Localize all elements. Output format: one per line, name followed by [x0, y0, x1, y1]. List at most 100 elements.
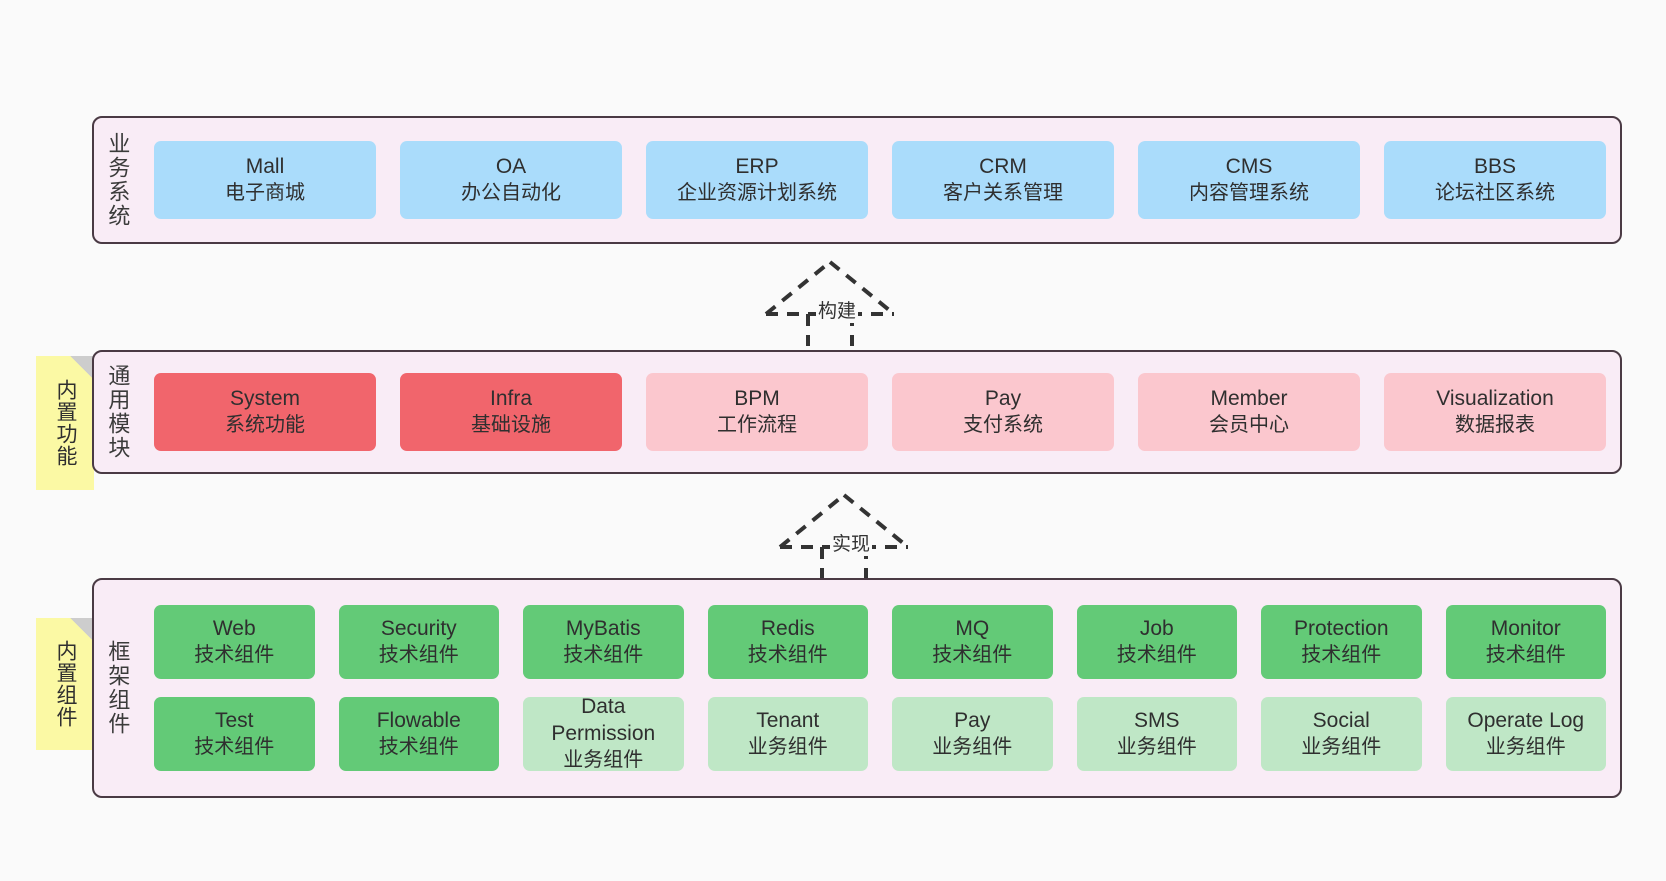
sticky-note-builtin-functions-text: 内置功能 [53, 379, 77, 467]
node-subtitle: 会员中心 [1209, 413, 1289, 436]
module-node-visualization[interactable]: Visualization 数据报表 [1384, 373, 1606, 451]
node-subtitle: 数据报表 [1455, 413, 1535, 436]
node-subtitle: 工作流程 [717, 413, 797, 436]
node-subtitle: 业务组件 [1116, 735, 1197, 758]
node-subtitle: 办公自动化 [461, 181, 561, 204]
arrow-build-label: 构建 [816, 296, 859, 323]
arrowhead-right-edge [842, 493, 910, 549]
layer-common-modules-label: 通用模块 [105, 364, 131, 460]
business-node-mall[interactable]: Mall 电子商城 [154, 141, 376, 219]
node-subtitle: 电子商城 [225, 181, 305, 204]
note-fold-corner-icon [70, 356, 94, 380]
framework-node-mq[interactable]: MQ 技术组件 [892, 605, 1053, 679]
node-subtitle: 技术组件 [563, 643, 644, 666]
node-title: OA [495, 154, 527, 178]
node-title: Flowable [376, 708, 461, 732]
sticky-note-builtin-components-text: 内置组件 [53, 640, 77, 728]
node-title: BPM [734, 386, 780, 410]
framework-node-monitor[interactable]: Monitor 技术组件 [1445, 605, 1606, 679]
layer-business-systems-label: 业务系统 [105, 132, 131, 228]
node-title: SMS [1133, 708, 1180, 732]
node-title: Infra [489, 386, 533, 410]
node-subtitle: 业务组件 [747, 735, 828, 758]
node-subtitle: 业务组件 [1485, 735, 1566, 758]
node-subtitle: 业务组件 [1301, 735, 1382, 758]
node-subtitle: 论坛社区系统 [1435, 181, 1555, 204]
layer-business-systems: 业务系统 Mall 电子商城 OA 办公自动化 ERP 企业资源计划系统 CRM 客户关系管理… [92, 116, 1622, 244]
arrowhead-left-edge [778, 493, 846, 549]
business-node-crm[interactable]: CRM 客户关系管理 [892, 141, 1114, 219]
framework-node-sms[interactable]: SMS 业务组件 [1076, 697, 1237, 771]
layer-framework-components-label: 框架组件 [105, 640, 131, 736]
node-title: Pay [984, 386, 1022, 410]
framework-node-flowable[interactable]: Flowable 技术组件 [338, 697, 499, 771]
node-subtitle: 支付系统 [963, 413, 1043, 436]
arrow-implement: 实现 [774, 489, 924, 579]
business-node-cms[interactable]: CMS 内容管理系统 [1138, 141, 1360, 219]
node-subtitle: 技术组件 [932, 643, 1013, 666]
node-title: Data Permission [551, 695, 656, 746]
module-node-member[interactable]: Member 会员中心 [1138, 373, 1360, 451]
framework-node-operate-log[interactable]: Operate Log 业务组件 [1445, 697, 1606, 771]
arrow-implement-label: 实现 [830, 529, 873, 556]
note-fold-corner-icon [70, 618, 94, 642]
node-title: Member [1210, 386, 1288, 410]
layer-business-systems-body: Mall 电子商城 OA 办公自动化 ERP 企业资源计划系统 CRM 客户关系管理 CMS 内容… [140, 118, 1620, 242]
node-title: Job [1139, 616, 1174, 640]
node-subtitle: 内容管理系统 [1189, 181, 1309, 204]
node-title: Security [380, 616, 457, 640]
node-title: Operate Log [1467, 708, 1585, 732]
node-title: Mall [245, 154, 285, 178]
node-subtitle: 技术组件 [378, 643, 459, 666]
node-subtitle: 技术组件 [194, 643, 275, 666]
node-title: MyBatis [565, 616, 641, 640]
node-subtitle: 技术组件 [1301, 643, 1382, 666]
sticky-note-builtin-components: 内置组件 [36, 618, 94, 750]
node-title: MQ [955, 616, 990, 640]
node-subtitle: 客户关系管理 [943, 181, 1063, 204]
framework-node-data-permission[interactable]: Data Permission 业务组件 [523, 695, 684, 772]
node-subtitle: 企业资源计划系统 [677, 181, 837, 204]
node-title: CMS [1225, 154, 1273, 178]
node-subtitle: 业务组件 [932, 735, 1013, 758]
framework-node-tenant[interactable]: Tenant 业务组件 [707, 697, 868, 771]
arrowhead-right-edge [828, 260, 896, 316]
sticky-note-builtin-functions: 内置功能 [36, 356, 94, 490]
node-title: Protection [1293, 616, 1389, 640]
node-title: Tenant [756, 708, 820, 732]
business-node-oa[interactable]: OA 办公自动化 [400, 141, 622, 219]
node-title: CRM [979, 154, 1027, 178]
node-title: System [229, 386, 300, 410]
module-node-pay[interactable]: Pay 支付系统 [892, 373, 1114, 451]
framework-node-security[interactable]: Security 技术组件 [338, 605, 499, 679]
node-subtitle: 技术组件 [1485, 643, 1566, 666]
framework-node-protection[interactable]: Protection 技术组件 [1261, 605, 1422, 679]
business-node-row: Mall 电子商城 OA 办公自动化 ERP 企业资源计划系统 CRM 客户关系管理 CMS 内容… [154, 141, 1606, 219]
node-subtitle: 业务组件 [563, 749, 644, 772]
framework-node-mybatis[interactable]: MyBatis 技术组件 [523, 605, 684, 679]
node-title: Visualization [1436, 386, 1554, 410]
business-node-erp[interactable]: ERP 企业资源计划系统 [646, 141, 868, 219]
node-subtitle: 技术组件 [378, 735, 459, 758]
module-node-bpm[interactable]: BPM 工作流程 [646, 373, 868, 451]
node-title: Monitor [1490, 616, 1561, 640]
node-subtitle: 技术组件 [747, 643, 828, 666]
node-title: Test [214, 708, 254, 732]
node-title: ERP [735, 154, 779, 178]
arrow-build: 构建 [760, 256, 910, 346]
